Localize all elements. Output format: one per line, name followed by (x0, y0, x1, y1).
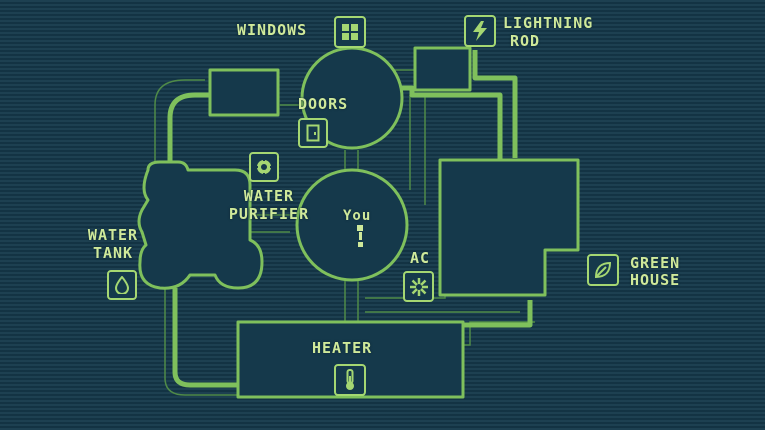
door-icon[interactable] (298, 118, 328, 148)
lightning-rod-label-line1: LIGHTNING (503, 14, 594, 32)
heater-label: HEATER (312, 339, 373, 357)
lightning-rod-room (413, 46, 472, 92)
pipe-heater-to-greenhouse (440, 300, 533, 328)
conduit-tank-to-windows-room (154, 79, 205, 165)
water-tank-label-line2: TANK (92, 244, 134, 262)
water-drop-icon[interactable] (107, 270, 137, 300)
pipe-tank-to-heater (172, 288, 238, 388)
greenhouse-label: GREEN HOUSE (630, 256, 680, 288)
greenhouse-label-line1: GREEN (630, 254, 681, 272)
lightning-rod-label: LIGHTNING ROD (503, 16, 593, 49)
leaf-icon[interactable] (587, 254, 619, 286)
pipe-rod-down (472, 50, 518, 158)
window-grid-icon[interactable] (334, 16, 366, 48)
conduit-tank-to-heater (164, 280, 238, 396)
greenhouse-label-line2: HOUSE (630, 271, 681, 289)
water-tank-label-line1: WATER (87, 226, 139, 244)
player-label: You (343, 208, 372, 224)
windows-room (208, 68, 280, 117)
snowflake-icon[interactable] (403, 271, 434, 302)
ac-label: AC (410, 249, 431, 267)
lightning-bolt-icon[interactable] (464, 15, 496, 47)
pipe-rod-to-greenhouse (400, 85, 503, 160)
greenhouse-room (438, 158, 580, 297)
purifier-gear-icon[interactable] (249, 152, 279, 182)
water-purifier-label-line2: PURIFIER (228, 205, 310, 223)
rooms (137, 46, 580, 399)
player-marker-icon (357, 225, 363, 247)
windows-label: WINDOWS (237, 21, 308, 39)
conduit-hub-right (409, 95, 426, 205)
center-room (295, 168, 409, 282)
water-tank-label: WATER TANK (80, 228, 146, 261)
thermometer-icon[interactable] (334, 364, 366, 396)
water-tank-room (137, 160, 264, 290)
water-purifier-label-line1: WATER (243, 187, 295, 205)
pipe-tank-to-windows-room (167, 92, 210, 168)
conduit-heater-to-greenhouse (462, 321, 535, 346)
main-pipes (167, 50, 533, 388)
lightning-rod-label-line2: ROD (510, 32, 541, 50)
water-purifier-label: WATER PURIFIER (222, 189, 316, 222)
doors-label: DOORS (298, 95, 349, 113)
